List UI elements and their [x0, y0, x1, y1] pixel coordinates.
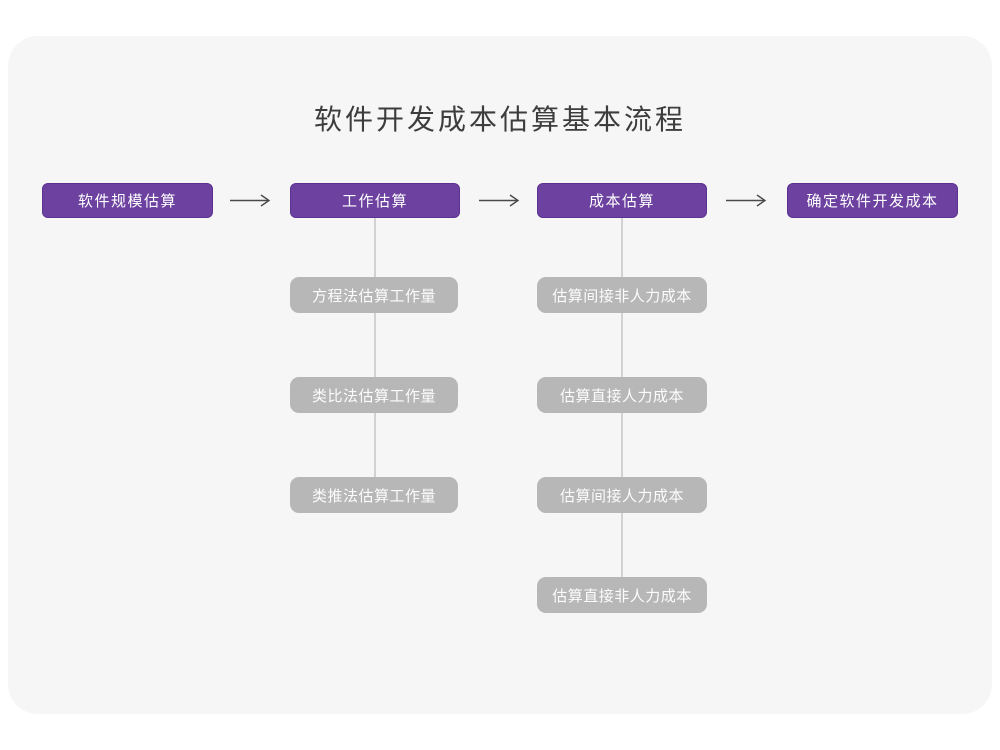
stage-label: 确定软件开发成本: [806, 193, 939, 210]
substep-node-equation-method: 方程法估算工作量: [290, 277, 458, 313]
substep-node-indirect-non-labor-cost: 估算间接非人力成本: [537, 277, 707, 313]
substep-label: 类推法估算工作量: [311, 487, 436, 505]
substep-label: 类比法估算工作量: [311, 387, 436, 405]
stage-node-work-estimation: 工作估算: [290, 183, 460, 218]
arrow-right-icon: [726, 194, 767, 207]
substep-node-extrapolation-method: 类推法估算工作量: [290, 477, 458, 513]
stage-node-determine-development-cost: 确定软件开发成本: [787, 183, 958, 218]
connector-line-work-estimation: [374, 218, 376, 480]
stage-label: 软件规模估算: [77, 193, 177, 210]
substep-label: 方程法估算工作量: [311, 287, 436, 305]
substep-label: 估算直接非人力成本: [552, 587, 692, 605]
substep-node-analogy-method: 类比法估算工作量: [290, 377, 458, 413]
substep-label: 估算间接非人力成本: [552, 287, 692, 305]
diagram-title: 软件开发成本估算基本流程: [313, 104, 686, 135]
substep-node-direct-labor-cost: 估算直接人力成本: [537, 377, 707, 413]
stage-node-cost-estimation: 成本估算: [537, 183, 707, 218]
flowchart-card: 软件开发成本估算基本流程 软件规模估算 工作估算 成本估算 确定软件开发成本: [8, 36, 992, 714]
stage-label: 工作估算: [341, 193, 408, 210]
stage-node-software-scale-estimation: 软件规模估算: [42, 183, 213, 218]
substep-node-indirect-labor-cost: 估算间接人力成本: [537, 477, 707, 513]
arrow-right-icon: [479, 194, 520, 207]
arrow-right-icon: [230, 194, 271, 207]
stage-label: 成本估算: [588, 193, 655, 210]
substep-label: 估算直接人力成本: [559, 387, 684, 405]
substep-node-direct-non-labor-cost: 估算直接非人力成本: [537, 577, 707, 613]
substep-label: 估算间接人力成本: [559, 487, 684, 505]
